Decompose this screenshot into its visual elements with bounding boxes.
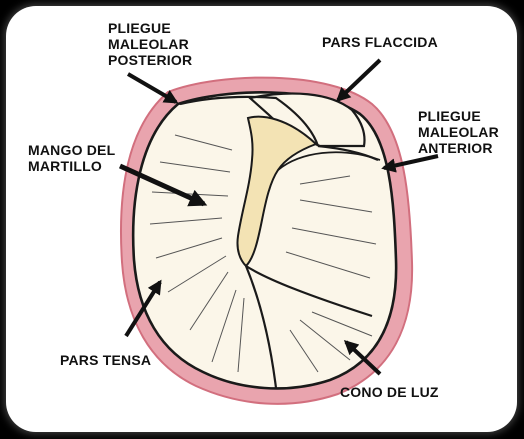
arrow-pars-flaccida [338,60,380,100]
label-pars-flaccida: PARS FLACCIDA [322,34,438,50]
label-mango-del-martillo: MANGO DEL MARTILLO [28,142,115,174]
label-pars-tensa: PARS TENSA [60,352,151,368]
label-pliegue-maleolar-anterior: PLIEGUE MALEOLAR ANTERIOR [418,108,499,156]
label-pliegue-maleolar-posterior: PLIEGUE MALEOLAR POSTERIOR [108,20,192,68]
label-cono-de-luz: CONO DE LUZ [340,384,439,400]
arrow-pliegue-posterior [128,74,176,102]
